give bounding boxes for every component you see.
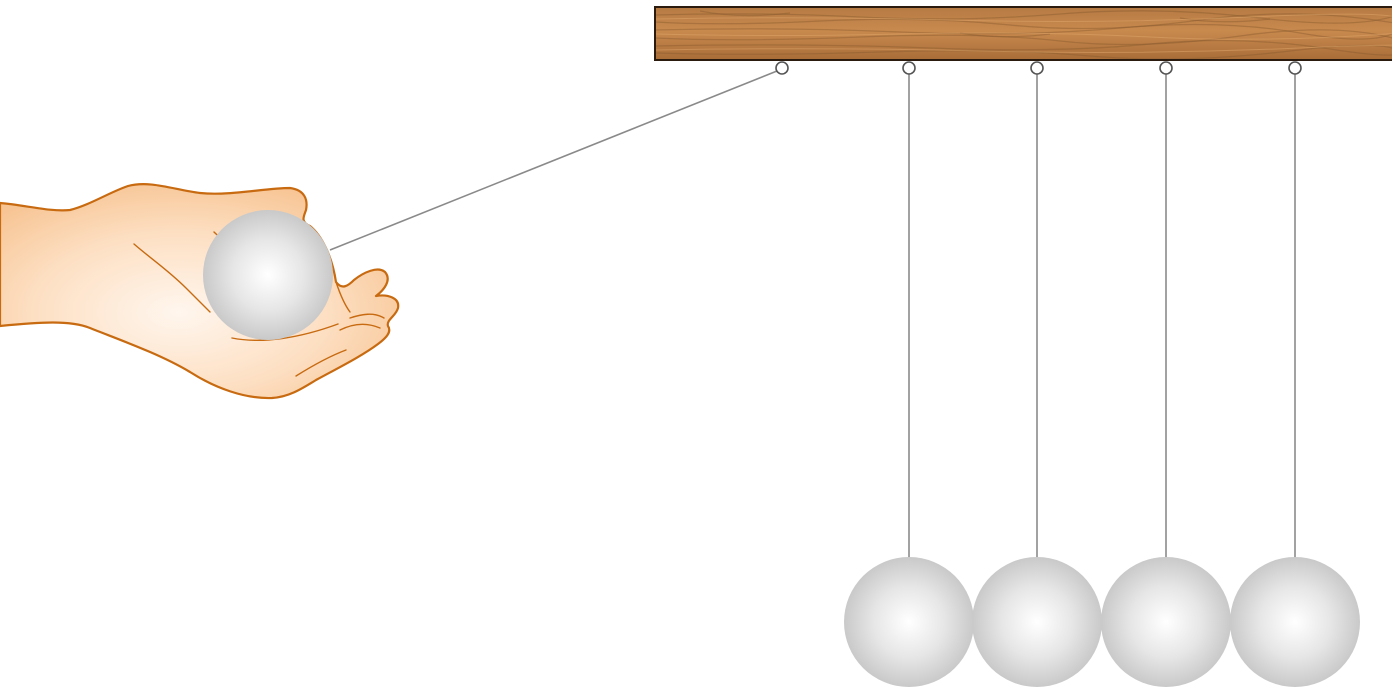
wooden-beam [655, 7, 1392, 60]
hand [0, 184, 398, 398]
ring-1 [776, 62, 788, 74]
ball-3 [972, 557, 1102, 687]
string-raised [330, 69, 782, 250]
ring-4 [1160, 62, 1172, 74]
ring-3 [1031, 62, 1043, 74]
ring-5 [1289, 62, 1301, 74]
ring-2 [903, 62, 915, 74]
hand-shape [0, 184, 398, 398]
ball-5 [1230, 557, 1360, 687]
ball-2 [844, 557, 974, 687]
ball-4 [1101, 557, 1231, 687]
strings [330, 69, 1295, 558]
hanging-rings [776, 62, 1301, 74]
ball-raised [203, 210, 333, 340]
